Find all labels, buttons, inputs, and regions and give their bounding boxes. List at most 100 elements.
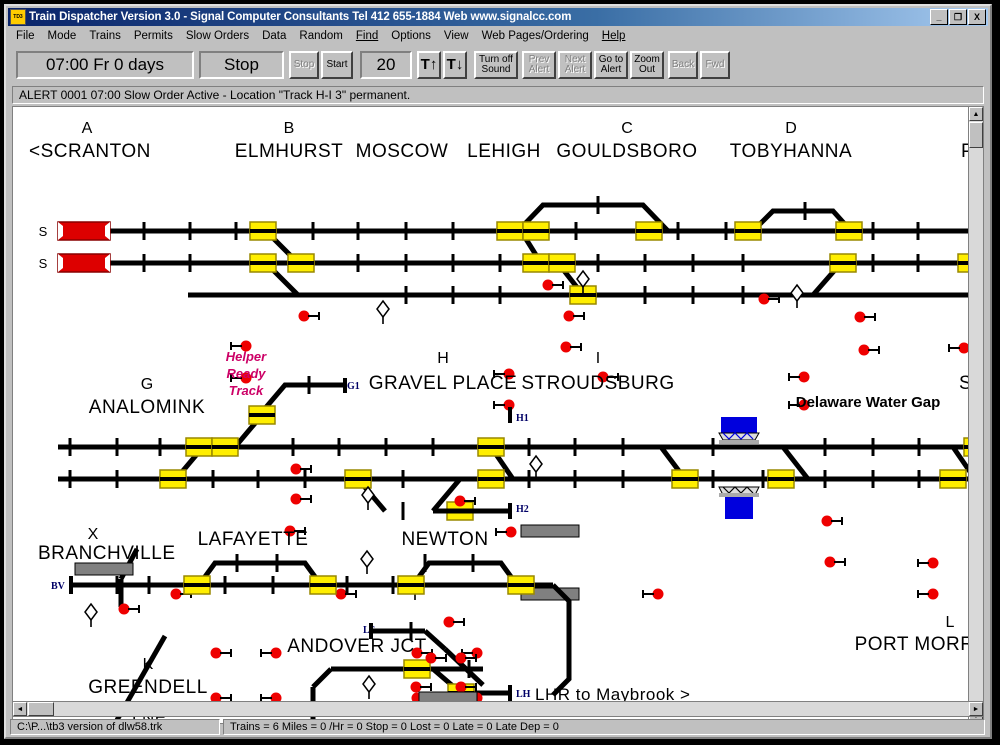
stop-button[interactable]: Stop <box>289 51 319 79</box>
switch-analomink-c[interactable] <box>211 437 239 457</box>
menu-file[interactable]: File <box>16 30 35 42</box>
station-moscow[interactable]: MOSCOW <box>356 141 449 162</box>
switch-newton-b[interactable] <box>507 575 535 595</box>
back-button[interactable]: Back <box>668 51 698 79</box>
station-gravel-place[interactable]: GRAVEL PLACE <box>369 373 518 394</box>
horizontal-scrollbar[interactable]: ◄ ► <box>12 701 984 717</box>
station-scranton[interactable]: <SCRANTON <box>29 141 151 162</box>
station-elmhurst[interactable]: ELMHURST <box>235 141 344 162</box>
switch-gouldsboro-e[interactable] <box>635 221 663 241</box>
station-newton[interactable]: NEWTON <box>401 529 488 550</box>
switch-dwg-a[interactable] <box>767 469 795 489</box>
switch-analomink-b[interactable] <box>185 437 213 457</box>
detector-lafayette[interactable] <box>360 550 374 575</box>
goto-alert-button[interactable]: Go to Alert <box>594 51 628 79</box>
menu-view[interactable]: View <box>443 30 469 42</box>
menu-permits[interactable]: Permits <box>133 30 173 42</box>
detector-andover[interactable] <box>362 675 376 700</box>
signal-helper-1[interactable] <box>290 463 313 475</box>
next-alert-button[interactable]: Next Alert <box>558 51 592 79</box>
vertical-scroll-thumb[interactable] <box>969 122 983 148</box>
track-diagram-canvas[interactable]: A B C D <SCRANTON ELMHURST MOSCOW LEHIGH… <box>12 106 984 724</box>
menu-mode[interactable]: Mode <box>47 30 77 42</box>
switch-tobyhanna-b[interactable] <box>835 221 863 241</box>
signal-stroudsburg-1[interactable] <box>642 588 664 600</box>
signal-pocono-1[interactable] <box>948 342 970 354</box>
switch-tobyhanna-a[interactable] <box>734 221 762 241</box>
slow-order-h1[interactable] <box>520 524 580 538</box>
switch-lehigh-d[interactable] <box>548 253 576 273</box>
switch-helper-track[interactable] <box>248 405 276 425</box>
station-tobyhanna[interactable]: TOBYHANNA <box>730 141 852 162</box>
turn-off-sound-button[interactable]: Turn off Sound <box>474 51 518 79</box>
signal-slateford-1[interactable] <box>917 557 939 569</box>
track-diagram[interactable]: A B C D <SCRANTON ELMHURST MOSCOW LEHIGH… <box>13 107 983 723</box>
signal-gravel-3[interactable] <box>495 526 517 538</box>
switch-lehigh-c[interactable] <box>522 253 550 273</box>
signal-tobyhanna-3[interactable] <box>858 344 881 356</box>
switch-gravel-place-a[interactable] <box>344 469 372 489</box>
signal-branchville-1[interactable] <box>118 603 141 615</box>
station-stroudsburg[interactable]: STROUDSBURG <box>521 373 674 394</box>
signal-elmhurst-1[interactable] <box>298 310 321 322</box>
scroll-left-arrow[interactable]: ◄ <box>13 702 27 716</box>
switch-gravel-place-b[interactable] <box>477 437 505 457</box>
text-smaller-button[interactable]: T↓ <box>443 51 467 79</box>
bridge-icon-upper[interactable] <box>718 417 760 444</box>
vertical-scrollbar[interactable]: ▲ ▼ <box>968 106 984 724</box>
close-button[interactable]: X <box>968 9 986 25</box>
zoom-out-button[interactable]: Zoom Out <box>630 51 664 79</box>
signal-lehigh-2[interactable] <box>563 310 586 322</box>
station-analomink[interactable]: ANALOMINK <box>89 397 205 418</box>
minimize-button[interactable]: _ <box>930 9 948 25</box>
slow-order-branchville[interactable] <box>74 562 134 576</box>
horizontal-scroll-thumb[interactable] <box>28 702 54 716</box>
switch-lafayette-b[interactable] <box>309 575 337 595</box>
switch-slateford-b[interactable] <box>939 469 967 489</box>
station-lehigh[interactable]: LEHIGH <box>467 141 541 162</box>
menu-find[interactable]: Find <box>355 30 379 42</box>
text-larger-button[interactable]: T↑ <box>417 51 441 79</box>
switch-newton-a[interactable] <box>397 575 425 595</box>
signal-newton-top[interactable] <box>443 616 466 628</box>
signal-tobyhanna-4[interactable] <box>788 371 810 383</box>
station-branchville[interactable]: BRANCHVILLE <box>38 543 176 564</box>
signal-andover-1[interactable] <box>425 652 448 664</box>
scroll-right-arrow[interactable]: ► <box>969 702 983 716</box>
switch-lafayette-a[interactable] <box>183 575 211 595</box>
detector-analomink[interactable] <box>361 486 375 511</box>
menu-web-pages-ordering[interactable]: Web Pages/Ordering <box>481 30 589 42</box>
train-block-scranton-2[interactable] <box>57 253 111 273</box>
menu-trains[interactable]: Trains <box>89 30 121 42</box>
signal-lehigh-3[interactable] <box>560 341 583 353</box>
bridge-icon-lower[interactable] <box>718 486 760 519</box>
start-button[interactable]: Start <box>321 51 353 79</box>
detector-moscow[interactable] <box>376 300 390 325</box>
signal-lafayette-2[interactable] <box>260 647 282 659</box>
signal-helper-2[interactable] <box>290 493 313 505</box>
alert-bar[interactable]: ALERT 0001 07:00 Slow Order Active - Loc… <box>12 86 984 104</box>
switch-tobyhanna-c[interactable] <box>829 253 857 273</box>
station-gouldsboro[interactable]: GOULDSBORO <box>556 141 697 162</box>
row1-track[interactable] <box>58 202 983 298</box>
signal-lafayette-1[interactable] <box>210 647 233 659</box>
station-greendell[interactable]: GREENDELL <box>88 677 208 698</box>
forward-button[interactable]: Fwd <box>700 51 730 79</box>
signal-dwg-2[interactable] <box>824 556 847 568</box>
switch-andover-a[interactable] <box>403 659 431 679</box>
switch-lehigh-a[interactable] <box>496 221 524 241</box>
switch-analomink-a[interactable] <box>159 469 187 489</box>
signal-andover-3[interactable] <box>410 681 433 693</box>
menu-help[interactable]: Help <box>601 30 626 42</box>
prev-alert-button[interactable]: Prev Alert <box>522 51 556 79</box>
signal-tobyhanna-2[interactable] <box>854 311 877 323</box>
signal-slateford-2[interactable] <box>917 588 939 600</box>
detector-stroudsburg[interactable] <box>529 455 543 480</box>
menu-random[interactable]: Random <box>299 30 343 42</box>
scroll-up-arrow[interactable]: ▲ <box>969 107 983 121</box>
switch-elmhurst-main1[interactable] <box>249 221 277 241</box>
switch-elmhurst-xover[interactable] <box>287 253 315 273</box>
switch-elmhurst-main2[interactable] <box>249 253 277 273</box>
restore-button[interactable]: ❐ <box>949 9 967 25</box>
signal-dwg-1[interactable] <box>821 515 844 527</box>
